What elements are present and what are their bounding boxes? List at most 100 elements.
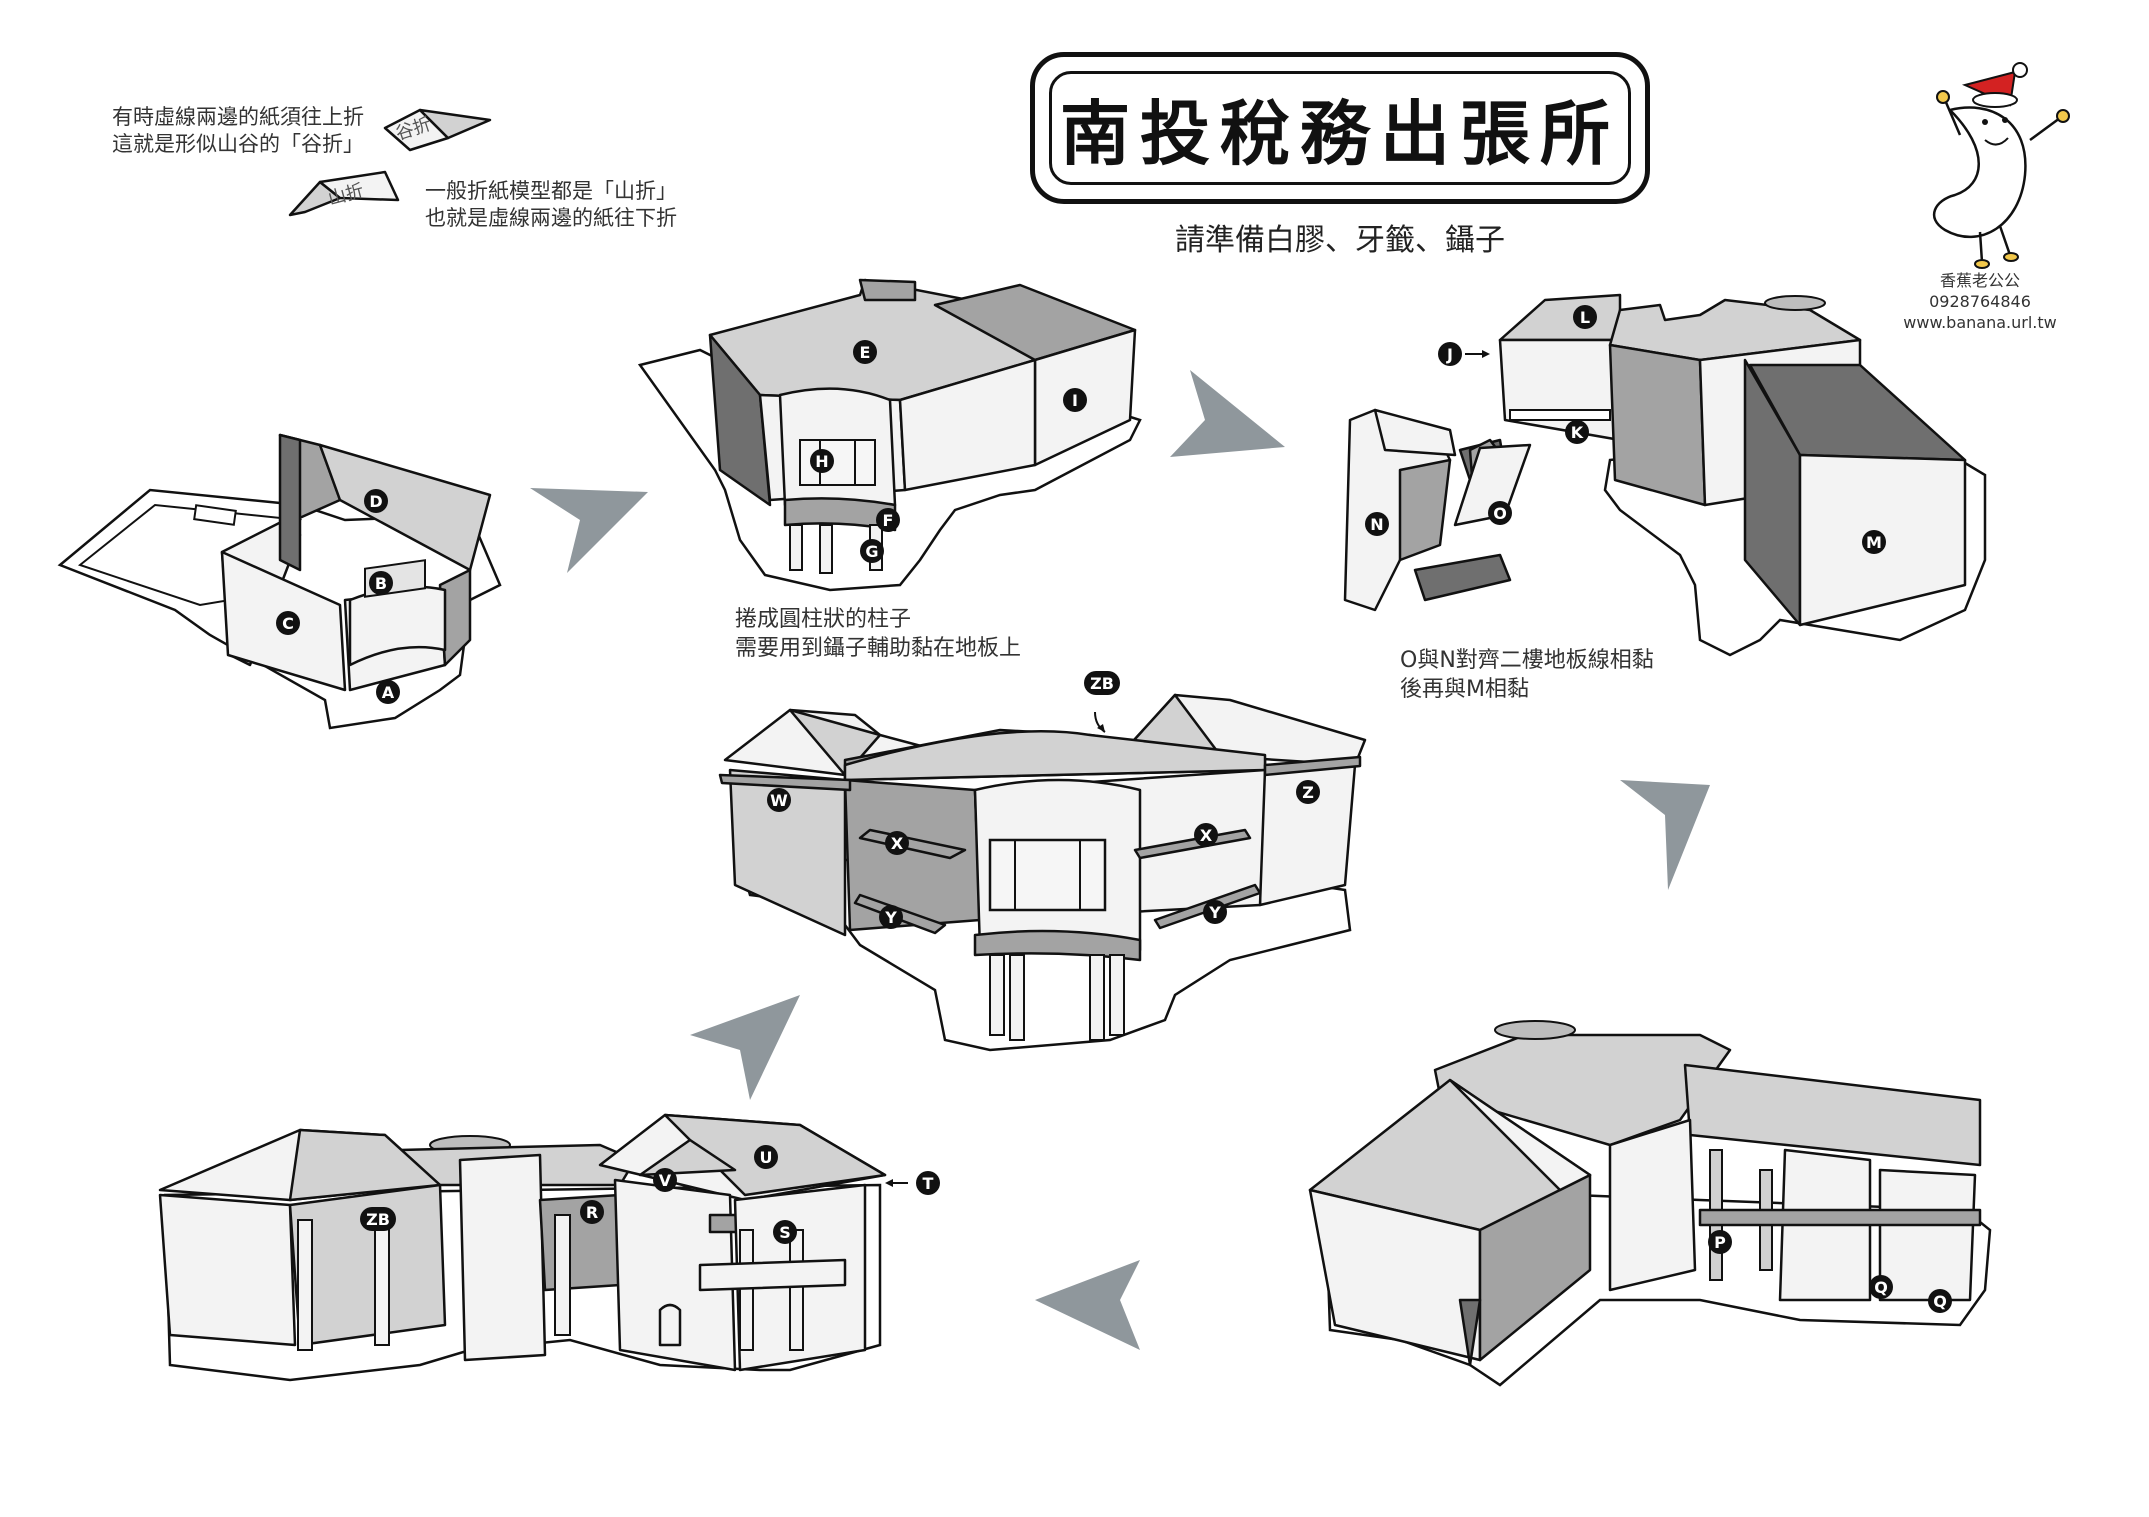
author-credit: 香蕉老公公 0928764846 www.banana.url.tw	[1885, 270, 2075, 333]
step2-note-line-2: 需要用到鑷子輔助黏在地板上	[735, 636, 1022, 661]
part-label-badge	[360, 1207, 396, 1231]
step-6-model	[158, 1113, 887, 1382]
part-label-c: C	[276, 611, 300, 635]
part-label-text: N	[1370, 515, 1383, 534]
step2-note-line-1: 捲成圓柱狀的柱子	[735, 607, 912, 632]
part-label-badge	[754, 1145, 778, 1169]
part-label-text: F	[883, 511, 894, 530]
part-label-f: F	[876, 508, 900, 532]
part-label-text: X	[891, 834, 904, 853]
part-label-b: B	[369, 571, 393, 595]
part-label-badge	[1928, 1289, 1952, 1313]
pointer-J-icon	[1482, 350, 1490, 358]
part-label-l: L	[1573, 305, 1597, 329]
part-label-s: S	[773, 1220, 797, 1244]
part-label-badge	[1708, 1230, 1732, 1254]
part-label-g: G	[860, 539, 884, 563]
step-2-model	[637, 278, 1142, 592]
part-label-y: Y	[879, 905, 903, 929]
part-label-h: H	[810, 449, 834, 473]
title-inner-frame: 南投稅務出張所	[1049, 71, 1631, 185]
part-label-text: V	[659, 1171, 672, 1190]
part-label-t: T	[916, 1171, 940, 1195]
part-label-badge	[879, 905, 903, 929]
arrow-step2-to-step3-icon	[1170, 370, 1285, 457]
title-frame: 南投稅務出張所	[1030, 52, 1650, 204]
arrow-step5-to-step6-icon	[1035, 1260, 1140, 1350]
part-label-badge	[1565, 420, 1589, 444]
part-label-d: D	[364, 489, 388, 513]
author-phone: 0928764846	[1929, 292, 2031, 311]
mountain-fold-line-1: 一般折紙模型都是「山折」	[425, 179, 677, 203]
part-label-e: E	[853, 340, 877, 364]
page-title: 南投稅務出張所	[1060, 91, 1620, 175]
part-label-p: P	[1708, 1230, 1732, 1254]
part-label-text: Y	[884, 908, 897, 927]
part-label-text: Y	[1208, 903, 1221, 922]
part-label-text: U	[760, 1148, 773, 1167]
part-label-badge	[1869, 1275, 1893, 1299]
part-label-badge	[369, 571, 393, 595]
part-label-u: U	[754, 1145, 778, 1169]
part-label-badge	[853, 340, 877, 364]
part-label-badge	[364, 489, 388, 513]
step-1-model	[57, 433, 502, 730]
part-label-text: D	[369, 492, 382, 511]
part-label-r: R	[580, 1200, 604, 1224]
part-label-text: A	[382, 683, 395, 702]
part-label-zb: ZB	[1084, 671, 1120, 695]
arrow-step1-to-step2-icon	[530, 488, 648, 573]
step2-note: 捲成圓柱狀的柱子 需要用到鑷子輔助黏在地板上	[735, 605, 1021, 663]
part-label-n: N	[1365, 512, 1389, 536]
author-name: 香蕉老公公	[1939, 271, 2020, 290]
part-label-a: A	[376, 680, 400, 704]
part-label-text: J	[1446, 345, 1453, 364]
part-label-badge	[810, 449, 834, 473]
author-website: www.banana.url.tw	[1903, 313, 2057, 332]
valley-fold-line-2: 這就是形似山谷的「谷折」	[112, 132, 364, 156]
banana-mascot-icon	[1933, 62, 2070, 269]
part-label-j: J	[1438, 342, 1462, 366]
step-4-model	[718, 693, 1367, 1052]
part-label-badge	[767, 788, 791, 812]
part-label-badge	[276, 611, 300, 635]
step-3-model	[1343, 293, 1987, 657]
part-label-text: P	[1714, 1233, 1726, 1252]
part-label-text: Q	[1874, 1278, 1888, 1297]
part-label-text: X	[1200, 826, 1213, 845]
part-label-text: Z	[1302, 783, 1314, 802]
part-label-badge	[1203, 900, 1227, 924]
part-label-text: E	[860, 343, 871, 362]
part-label-x: X	[885, 831, 909, 855]
part-label-badge	[860, 539, 884, 563]
part-label-badge	[1296, 780, 1320, 804]
part-label-i: I	[1063, 388, 1087, 412]
part-label-badge	[1084, 671, 1120, 695]
step3-note-line-1: O與N對齊二樓地板線相黏	[1400, 648, 1654, 673]
part-label-text: S	[779, 1223, 791, 1242]
part-label-badge	[885, 831, 909, 855]
part-label-q: Q	[1869, 1275, 1893, 1299]
part-label-text: H	[815, 452, 828, 471]
part-label-v: V	[653, 1168, 677, 1192]
part-label-text: ZB	[366, 1210, 390, 1229]
pointer-T-icon	[885, 1179, 893, 1187]
part-label-badge	[376, 680, 400, 704]
part-label-text: G	[865, 542, 878, 561]
part-label-badge	[1365, 512, 1389, 536]
part-label-o: O	[1488, 501, 1512, 525]
part-label-text: L	[1580, 308, 1590, 327]
part-label-badge	[580, 1200, 604, 1224]
part-label-badge	[653, 1168, 677, 1192]
valley-fold-note: 有時虛線兩邊的紙須往上折 這就是形似山谷的「谷折」	[112, 104, 364, 158]
part-label-text: W	[770, 791, 788, 810]
arrow-step3-to-step4-icon	[1620, 780, 1710, 890]
valley-fold-line-1: 有時虛線兩邊的紙須往上折	[112, 105, 364, 129]
step-5-model	[1308, 1020, 1992, 1387]
part-label-text: R	[586, 1203, 598, 1222]
arrow-step6-to-step4-icon	[690, 995, 800, 1100]
part-label-y: Y	[1203, 900, 1227, 924]
valley-fold-icon: 谷折	[383, 108, 492, 152]
part-label-z: Z	[1296, 780, 1320, 804]
step3-note-line-2: 後再與M相黏	[1400, 677, 1529, 702]
